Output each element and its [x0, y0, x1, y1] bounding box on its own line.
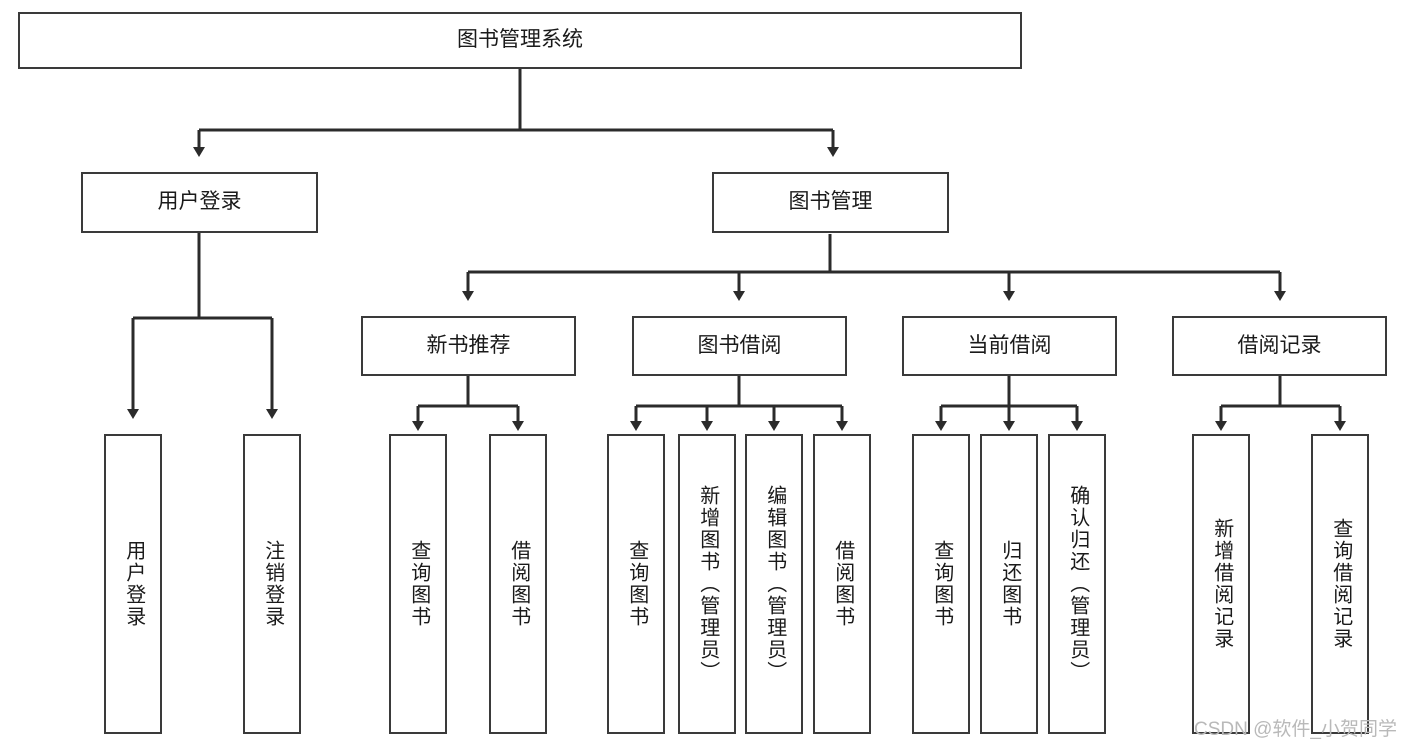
node-root-book-management-system[interactable]: 图书管理系统 [18, 12, 1022, 69]
node-leaf-query-borrow-record[interactable]: 查询借阅记录 [1311, 434, 1369, 734]
node-label: 图书管理系统 [457, 28, 583, 52]
node-label: 查询图书 [625, 540, 648, 628]
node-leaf-query-book-borrow[interactable]: 查询图书 [607, 434, 665, 734]
node-leaf-add-book-admin[interactable]: 新增图书（管理员） [678, 434, 736, 734]
node-leaf-query-book-new[interactable]: 查询图书 [389, 434, 447, 734]
node-label: 新书推荐 [426, 333, 511, 357]
node-leaf-borrow-book-new[interactable]: 借阅图书 [489, 434, 547, 734]
node-book-borrow[interactable]: 图书借阅 [632, 316, 847, 376]
node-label: 用户登录 [122, 540, 145, 628]
node-label: 查询借阅记录 [1329, 518, 1352, 650]
node-leaf-edit-book-admin[interactable]: 编辑图书（管理员） [745, 434, 803, 734]
node-label: 新增图书（管理员） [696, 485, 719, 683]
node-label: 借阅图书 [831, 540, 854, 628]
node-book-management[interactable]: 图书管理 [712, 172, 949, 233]
node-user-login[interactable]: 用户登录 [81, 172, 318, 233]
node-borrow-record[interactable]: 借阅记录 [1172, 316, 1387, 376]
node-label: 编辑图书（管理员） [763, 485, 786, 683]
node-label: 当前借阅 [967, 333, 1052, 357]
node-label: 确认归还（管理员） [1066, 485, 1089, 683]
node-label: 归还图书 [998, 540, 1021, 628]
node-label: 用户登录 [157, 190, 242, 214]
node-leaf-user-login[interactable]: 用户登录 [104, 434, 162, 734]
node-label: 查询图书 [407, 540, 430, 628]
node-label: 借阅记录 [1237, 333, 1322, 357]
node-label: 图书借阅 [697, 333, 782, 357]
node-label: 查询图书 [930, 540, 953, 628]
node-current-borrow[interactable]: 当前借阅 [902, 316, 1117, 376]
node-leaf-borrow-book[interactable]: 借阅图书 [813, 434, 871, 734]
node-leaf-confirm-return-admin[interactable]: 确认归还（管理员） [1048, 434, 1106, 734]
node-label: 注销登录 [261, 540, 284, 628]
node-label: 借阅图书 [507, 540, 530, 628]
node-label: 新增借阅记录 [1210, 518, 1233, 650]
node-leaf-logout[interactable]: 注销登录 [243, 434, 301, 734]
node-leaf-return-book[interactable]: 归还图书 [980, 434, 1038, 734]
watermark: CSDN @软件_小贺同学 [1194, 719, 1397, 740]
node-label: 图书管理 [788, 190, 873, 214]
node-leaf-query-book-current[interactable]: 查询图书 [912, 434, 970, 734]
node-new-book-recommend[interactable]: 新书推荐 [361, 316, 576, 376]
node-leaf-add-borrow-record[interactable]: 新增借阅记录 [1192, 434, 1250, 734]
